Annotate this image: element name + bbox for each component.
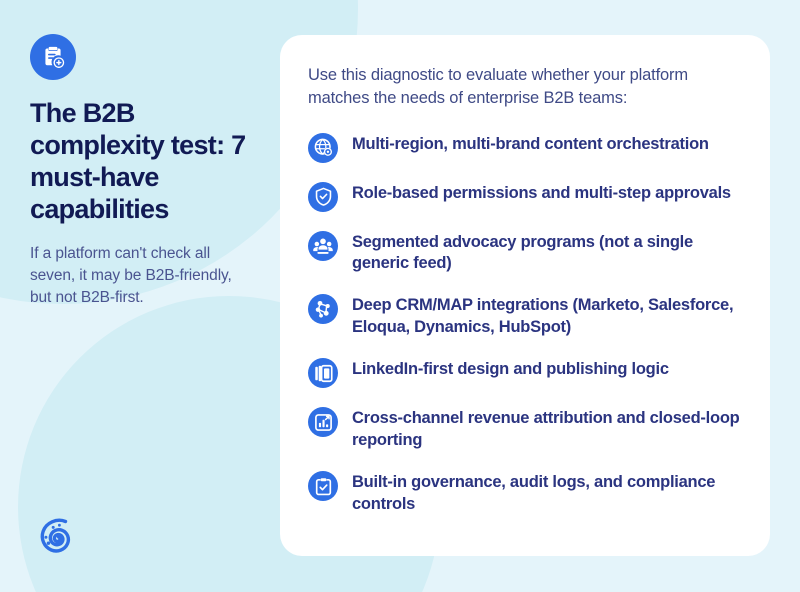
list-item-label: Multi-region, multi-brand content orches… bbox=[352, 134, 709, 153]
share-nodes-icon bbox=[308, 294, 338, 325]
people-group-icon bbox=[308, 230, 338, 261]
clipboard-check-icon bbox=[308, 471, 338, 502]
list-item: LinkedIn-first design and publishing log… bbox=[308, 357, 742, 389]
list-item: Built-in governance, audit logs, and com… bbox=[308, 470, 742, 516]
list-item: Segmented advocacy programs (not a singl… bbox=[308, 230, 742, 276]
globe-pin-icon bbox=[308, 132, 338, 163]
left-panel: The B2B complexity test: 7 must-have cap… bbox=[0, 0, 280, 592]
capabilities-checklist: Multi-region, multi-brand content orches… bbox=[308, 132, 742, 517]
list-item-label: Segmented advocacy programs (not a singl… bbox=[352, 232, 693, 273]
brand-logo bbox=[34, 512, 82, 556]
bar-chart-arrow-icon bbox=[308, 407, 338, 438]
page-title: The B2B complexity test: 7 must-have cap… bbox=[30, 98, 246, 224]
page-subtitle: If a platform can't check all seven, it … bbox=[30, 245, 232, 307]
list-item: Cross-channel revenue attribution and cl… bbox=[308, 406, 742, 452]
diagnostic-card: Use this diagnostic to evaluate whether … bbox=[280, 35, 770, 556]
clipboard-plus-icon bbox=[40, 44, 66, 70]
list-item-label: Deep CRM/MAP integrations (Marketo, Sale… bbox=[352, 296, 734, 337]
clipboard-plus-badge bbox=[30, 34, 76, 80]
list-item-label: LinkedIn-first design and publishing log… bbox=[352, 360, 669, 379]
list-item: Deep CRM/MAP integrations (Marketo, Sale… bbox=[308, 293, 742, 339]
list-item: Multi-region, multi-brand content orches… bbox=[308, 132, 742, 163]
spiral-wave-logo-icon bbox=[34, 512, 82, 556]
list-item-label: Cross-channel revenue attribution and cl… bbox=[352, 409, 740, 450]
layers-window-icon bbox=[308, 358, 338, 389]
card-intro-text: Use this diagnostic to evaluate whether … bbox=[308, 66, 689, 107]
list-item-label: Role-based permissions and multi-step ap… bbox=[352, 183, 731, 202]
list-item: Role-based permissions and multi-step ap… bbox=[308, 181, 742, 212]
list-item-label: Built-in governance, audit logs, and com… bbox=[352, 473, 716, 514]
shield-check-icon bbox=[308, 181, 338, 212]
